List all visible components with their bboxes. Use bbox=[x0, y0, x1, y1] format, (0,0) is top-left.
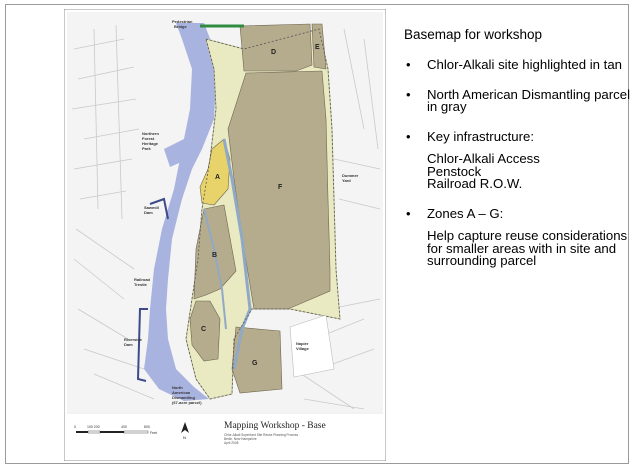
zone-g bbox=[231, 326, 283, 394]
zone-label-e: E bbox=[315, 44, 320, 51]
scale-bar: 0 100 200 400 800 Feet bbox=[74, 425, 157, 435]
basemap-svg: A B C D E F G Pedestrian Bridge Northern… bbox=[64, 9, 386, 461]
text-panel: Basemap for workshop Chlor-Alkali site h… bbox=[404, 27, 634, 285]
map-title: Mapping Workshop - Base bbox=[224, 421, 326, 431]
bullet-list: Chlor-Alkali site highlighted in tan Nor… bbox=[404, 57, 634, 268]
zone-label-c: C bbox=[201, 326, 206, 333]
map-subtitle: Chlor-Alkali Superfund Site Reuse Planni… bbox=[224, 433, 298, 445]
label-yard: Dummer Yard bbox=[342, 173, 359, 183]
bullet-item: Key infrastructure: Chlor-Alkali Access … bbox=[404, 128, 634, 191]
zone-label-b: B bbox=[212, 252, 217, 259]
label-sawmill-dam: Sawmill Dam bbox=[144, 205, 160, 215]
svg-text:April 2008: April 2008 bbox=[224, 441, 239, 445]
sub-item: Help capture reuse considerations for sm… bbox=[427, 228, 628, 268]
bullet-text: Key infrastructure: bbox=[427, 128, 535, 144]
bullet-item: Chlor-Alkali site highlighted in tan bbox=[404, 57, 634, 72]
sub-item: Railroad R.O.W. bbox=[427, 176, 523, 191]
bullet-text: North American Dismantling parcel in gra… bbox=[427, 86, 631, 114]
label-pedestrian-bridge: Pedestrian Bridge bbox=[172, 19, 194, 29]
riverside-dam-line bbox=[136, 308, 148, 382]
label-village: Napier Village bbox=[296, 341, 310, 351]
bullet-sublist: Chlor-Alkali Access Penstock Railroad R.… bbox=[427, 151, 634, 191]
svg-text:Chlor-Alkali Superfund Site Re: Chlor-Alkali Superfund Site Reuse Planni… bbox=[224, 433, 298, 437]
zone-label-f: F bbox=[278, 184, 283, 191]
label-riverside-dam: Riverside Dam bbox=[124, 337, 143, 347]
svg-text:Berlin, New Hampshire: Berlin, New Hampshire bbox=[224, 437, 257, 441]
sawmill-dam-line bbox=[149, 197, 169, 220]
street-grid bbox=[71, 24, 381, 410]
svg-text:800: 800 bbox=[144, 425, 150, 429]
bullet-sublist: Help capture reuse considerations for sm… bbox=[427, 228, 634, 268]
bullet-item: North American Dismantling parcel in gra… bbox=[404, 86, 634, 114]
label-nad-parcel: North American Dismantling (67-acre parc… bbox=[172, 385, 202, 405]
zone-label-g: G bbox=[252, 360, 258, 367]
bullet-item: Zones A – G: Help capture reuse consider… bbox=[404, 205, 634, 268]
zone-label-a: A bbox=[215, 174, 220, 181]
sub-item: Penstock bbox=[427, 163, 482, 179]
slide-title: Basemap for workshop bbox=[404, 27, 543, 42]
penstock-line bbox=[222, 138, 252, 370]
village-block bbox=[289, 314, 335, 378]
label-heritage-park: Northern Forest Heritage Park bbox=[142, 131, 160, 151]
zone-label-d: D bbox=[271, 49, 276, 56]
svg-text:N: N bbox=[183, 435, 186, 440]
slide: A B C D E F G Pedestrian Bridge Northern… bbox=[5, 4, 630, 464]
zone-d bbox=[239, 23, 313, 72]
svg-text:Feet: Feet bbox=[150, 431, 157, 435]
svg-text:100 200: 100 200 bbox=[87, 425, 100, 429]
label-railroad-trestle: Railroad Trestle bbox=[134, 277, 151, 287]
zone-f bbox=[227, 70, 331, 310]
svg-text:400: 400 bbox=[121, 425, 127, 429]
sub-item: Chlor-Alkali Access bbox=[427, 151, 540, 166]
zone-e bbox=[311, 23, 327, 70]
river bbox=[144, 23, 216, 401]
basemap: A B C D E F G Pedestrian Bridge Northern… bbox=[64, 9, 386, 461]
bullet-text: Zones A – G: bbox=[427, 205, 504, 221]
access-road-line bbox=[203, 208, 227, 330]
bullet-text: Chlor-Alkali site highlighted in tan bbox=[427, 57, 622, 72]
zone-c bbox=[189, 300, 221, 362]
svg-text:0: 0 bbox=[74, 425, 76, 429]
north-arrow-icon: N bbox=[181, 422, 189, 440]
river-inlet bbox=[164, 139, 188, 167]
